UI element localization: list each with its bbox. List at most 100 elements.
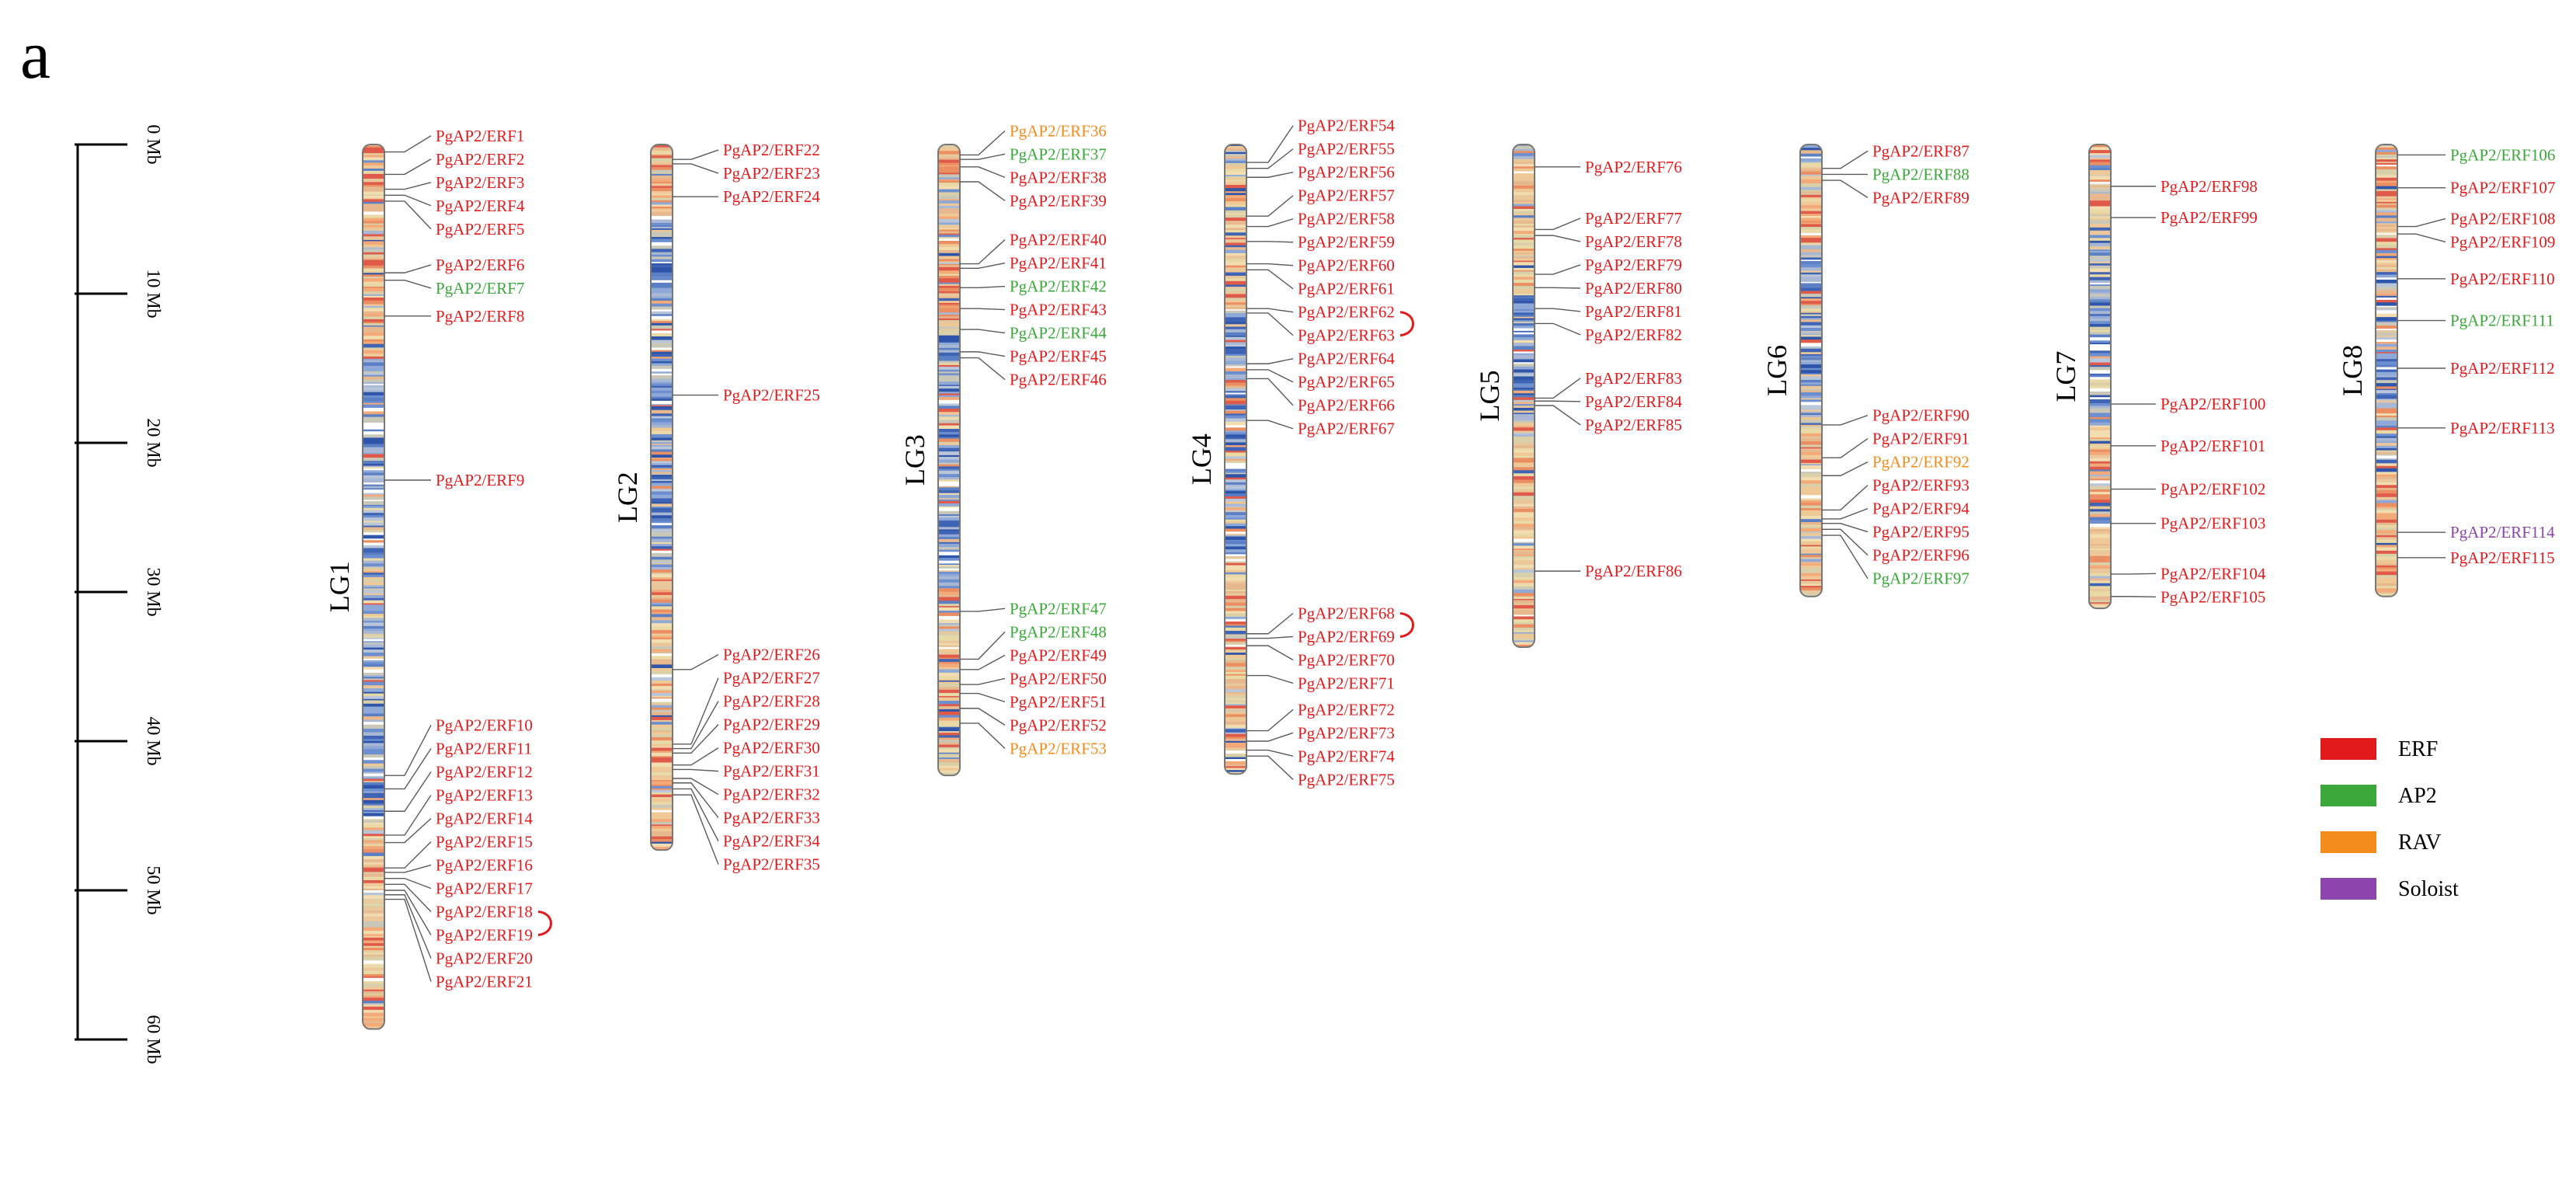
gene-label: PgAP2/ERF12 <box>436 762 533 781</box>
chromosome-label: LG3 <box>899 434 930 486</box>
gene-leader-line <box>960 723 1006 749</box>
gene-label: PgAP2/ERF93 <box>1872 476 1969 495</box>
gene-leader-line <box>673 724 719 754</box>
gene-leader-line <box>960 262 1006 270</box>
gene-label: PgAP2/ERF1 <box>436 127 524 145</box>
gene-label: PgAP2/ERF89 <box>1872 188 1969 207</box>
gene-label: PgAP2/ERF113 <box>2450 419 2555 437</box>
gene-label: PgAP2/ERF37 <box>1010 145 1107 163</box>
gene-label: PgAP2/ERF90 <box>1872 406 1969 425</box>
gene-label: PgAP2/ERF36 <box>1010 121 1107 140</box>
gene-label: PgAP2/ERF59 <box>1298 233 1395 252</box>
gene-label: PgAP2/ERF88 <box>1872 165 1969 183</box>
gene-leader-line <box>960 285 1006 289</box>
gene-leader-line <box>673 788 719 841</box>
gene-leader-line <box>1535 322 1581 336</box>
gene-label: PgAP2/ERF13 <box>436 785 533 804</box>
gene-leader-line <box>1535 400 1581 402</box>
gene-leader-line <box>673 747 719 766</box>
gene-leader-line <box>2397 233 2446 243</box>
gene-label: PgAP2/ERF21 <box>436 972 533 991</box>
gene-label: PgAP2/ERF85 <box>1585 416 1682 434</box>
gene-label: PgAP2/ERF103 <box>2161 514 2265 533</box>
chromosome-lg7: LG7PgAP2/ERF98PgAP2/ERF99PgAP2/ERF100PgA… <box>2050 144 2266 610</box>
gene-label: PgAP2/ERF114 <box>2450 523 2555 541</box>
legend-label-ap2: AP2 <box>2398 784 2437 808</box>
gene-label: PgAP2/ERF52 <box>1010 716 1107 734</box>
gene-label: PgAP2/ERF8 <box>436 307 524 326</box>
gene-leader-line <box>1822 522 1869 533</box>
gene-leader-line <box>384 864 432 873</box>
chromosome-outline <box>937 144 961 777</box>
gene-label: PgAP2/ERF76 <box>1585 158 1682 176</box>
gene-leader-line <box>1246 308 1294 313</box>
gene-label: PgAP2/ERF92 <box>1872 453 1969 472</box>
gene-leader-line <box>384 883 432 912</box>
gene-leader-line <box>384 841 432 869</box>
gene-label: PgAP2/ERF86 <box>1585 562 1682 580</box>
gene-label: PgAP2/ERF56 <box>1298 163 1395 182</box>
chromosome-outline <box>2088 144 2112 610</box>
gene-label: PgAP2/ERF40 <box>1010 231 1107 249</box>
gene-label: PgAP2/ERF97 <box>1872 569 1969 588</box>
gene-leader-line <box>673 654 719 670</box>
gene-leader-line <box>960 130 1006 156</box>
gene-leader-line <box>384 890 432 935</box>
gene-label: PgAP2/ERF50 <box>1010 669 1107 688</box>
chromosome-density-bands <box>2089 145 2111 609</box>
gene-label: PgAP2/ERF16 <box>436 855 533 874</box>
chromosome-density-bands <box>938 145 960 776</box>
gene-leader-line <box>384 771 432 812</box>
scale-tick-label: 20 Mb <box>143 418 163 467</box>
scale-tick-label: 50 Mb <box>143 865 163 914</box>
gene-label: PgAP2/ERF98 <box>2161 177 2258 196</box>
gene-label: PgAP2/ERF84 <box>1585 392 1682 411</box>
gene-label: PgAP2/ERF111 <box>2450 312 2554 330</box>
gene-label: PgAP2/ERF78 <box>1585 232 1682 251</box>
gene-label: PgAP2/ERF28 <box>723 692 820 711</box>
gene-leader-line <box>384 135 432 153</box>
gene-leader-line <box>1246 755 1294 780</box>
gene-label: PgAP2/ERF100 <box>2161 395 2265 413</box>
gene-label: PgAP2/ERF30 <box>723 739 820 757</box>
gene-leader-line <box>1535 308 1581 312</box>
gene-label: PgAP2/ERF60 <box>1298 256 1395 275</box>
gene-leader-line <box>1246 369 1294 383</box>
gene-leader-line <box>384 194 432 207</box>
gene-label: PgAP2/ERF45 <box>1010 347 1107 366</box>
gene-label: PgAP2/ERF109 <box>2450 232 2555 251</box>
chromosome-lg1: LG1PgAP2/ERF1PgAP2/ERF2PgAP2/ERF3PgAP2/E… <box>324 127 552 1030</box>
scale-tick-label: 10 Mb <box>143 269 163 318</box>
chromosome-density-bands <box>1225 145 1246 775</box>
gene-label: PgAP2/ERF95 <box>1872 523 1969 541</box>
gene-leader-line <box>1246 636 1294 639</box>
gene-label: PgAP2/ERF101 <box>2161 437 2265 455</box>
gene-leader-line <box>960 166 1006 179</box>
gene-leader-line <box>1822 438 1869 458</box>
gene-label: PgAP2/ERF4 <box>436 197 525 215</box>
gene-leader-line <box>1246 674 1294 684</box>
gene-label: PgAP2/ERF24 <box>723 187 820 206</box>
gene-label: PgAP2/ERF23 <box>723 164 820 183</box>
gene-label: PgAP2/ERF81 <box>1585 302 1682 321</box>
gene-leader-line <box>1246 420 1294 430</box>
legend-swatch-ap2 <box>2320 785 2376 806</box>
gene-label: PgAP2/ERF70 <box>1298 650 1395 669</box>
gene-leader-line <box>1822 528 1869 556</box>
gene-label: PgAP2/ERF79 <box>1585 256 1682 274</box>
gene-label: PgAP2/ERF65 <box>1298 373 1395 392</box>
gene-label: PgAP2/ERF55 <box>1298 140 1395 158</box>
gene-label: PgAP2/ERF54 <box>1298 117 1395 135</box>
chromosome-density-bands <box>651 145 673 851</box>
gene-leader-line <box>960 692 1006 703</box>
gene-label: PgAP2/ERF51 <box>1010 692 1107 711</box>
gene-label: PgAP2/ERF62 <box>1298 303 1395 322</box>
gene-label: PgAP2/ERF87 <box>1872 141 1969 160</box>
gene-label: PgAP2/ERF104 <box>2161 564 2266 583</box>
gene-leader-line <box>1822 507 1869 520</box>
gene-label: PgAP2/ERF43 <box>1010 301 1107 319</box>
gene-label: PgAP2/ERF82 <box>1585 326 1682 344</box>
gene-label: PgAP2/ERF7 <box>436 279 524 298</box>
